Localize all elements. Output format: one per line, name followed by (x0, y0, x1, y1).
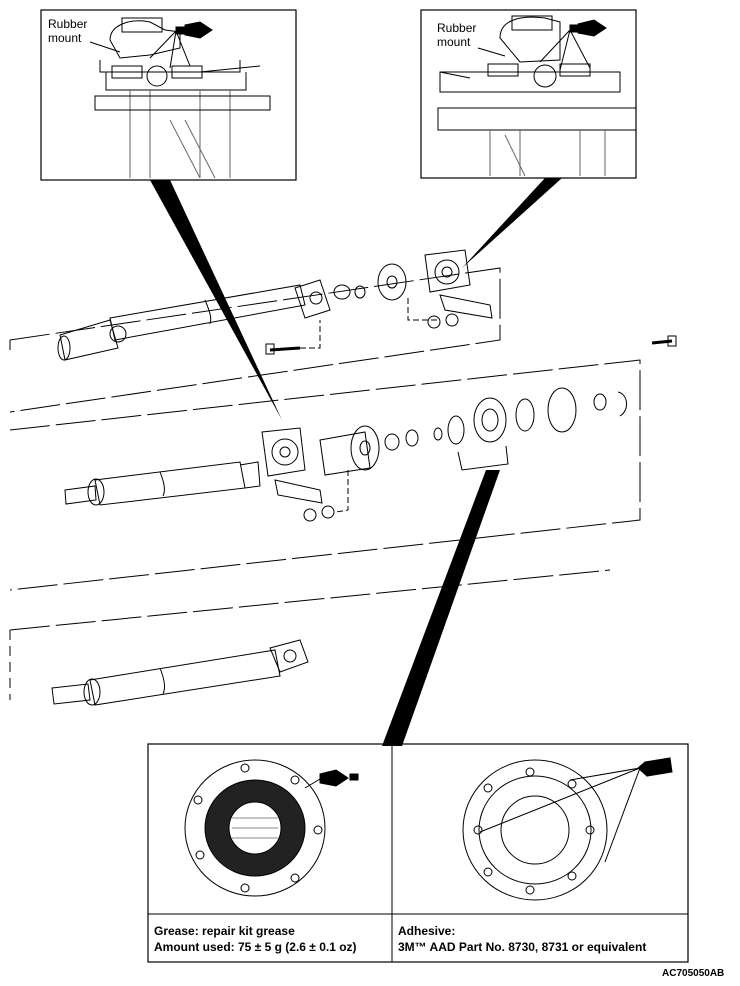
rear-shaft-assembly (9, 569, 611, 706)
flange-grease-illustration (184, 759, 326, 897)
flange-adhesive-illustration (462, 759, 641, 901)
grease-gun-icon (319, 769, 359, 787)
front-shaft-assembly (9, 249, 501, 413)
callout-pointer-right (462, 178, 562, 268)
callout-top-right (420, 9, 637, 179)
rubber-mount-label-left: Rubber mount (48, 17, 87, 45)
adhesive-tube-icon (637, 757, 673, 777)
grease-gun-icon (539, 19, 607, 71)
grease-amount: Amount used: 75 ± 5 g (2.6 ± 0.1 oz) (154, 940, 357, 954)
grease-gun-icon (149, 21, 213, 69)
grease-spec: Grease: repair kit grease (154, 924, 295, 938)
label-line: mount (437, 35, 471, 49)
detail-panel (147, 743, 689, 963)
adhesive-label: Adhesive: (398, 924, 456, 938)
center-shaft-assembly (9, 335, 677, 591)
label-line: mount (48, 31, 82, 45)
label-line: Rubber (437, 21, 477, 35)
figure-code: AC705050AB (662, 968, 725, 979)
label-line: Rubber (48, 17, 88, 31)
rubber-mount-label-right: Rubber mount (437, 21, 476, 49)
grease-caption: Grease: repair kit grease Amount used: 7… (154, 923, 357, 955)
adhesive-caption: Adhesive: 3M™ AAD Part No. 8730, 8731 or… (398, 923, 646, 955)
callout-pointer-bottom (382, 470, 500, 746)
adhesive-spec: 3M™ AAD Part No. 8730, 8731 or equivalen… (398, 940, 647, 954)
